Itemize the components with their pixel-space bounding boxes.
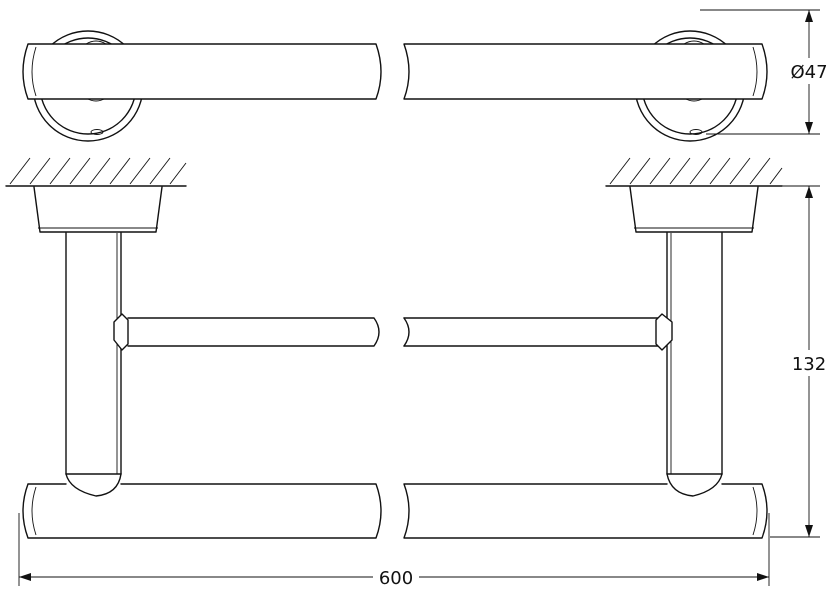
diameter-label: Ø47: [790, 62, 827, 83]
right-wall-hatch: [605, 157, 783, 187]
dimension-diameter: Ø47: [700, 9, 831, 135]
height-label: 132: [792, 354, 826, 375]
front-view: [5, 157, 783, 539]
top-bar-right: [403, 43, 768, 100]
bottom-bar-right: [403, 483, 768, 539]
top-bar-left: [22, 43, 382, 100]
left-bracket: [33, 186, 163, 497]
right-bracket: [629, 186, 759, 497]
length-label: 600: [379, 568, 413, 589]
dimension-height: 132: [762, 185, 832, 538]
middle-bar-left: [113, 313, 380, 351]
left-wall-hatch: [5, 157, 187, 187]
top-view: [22, 30, 768, 142]
bottom-bar-left: [22, 483, 382, 539]
middle-bar-right: [403, 313, 673, 351]
dimension-length: 600: [18, 513, 770, 590]
